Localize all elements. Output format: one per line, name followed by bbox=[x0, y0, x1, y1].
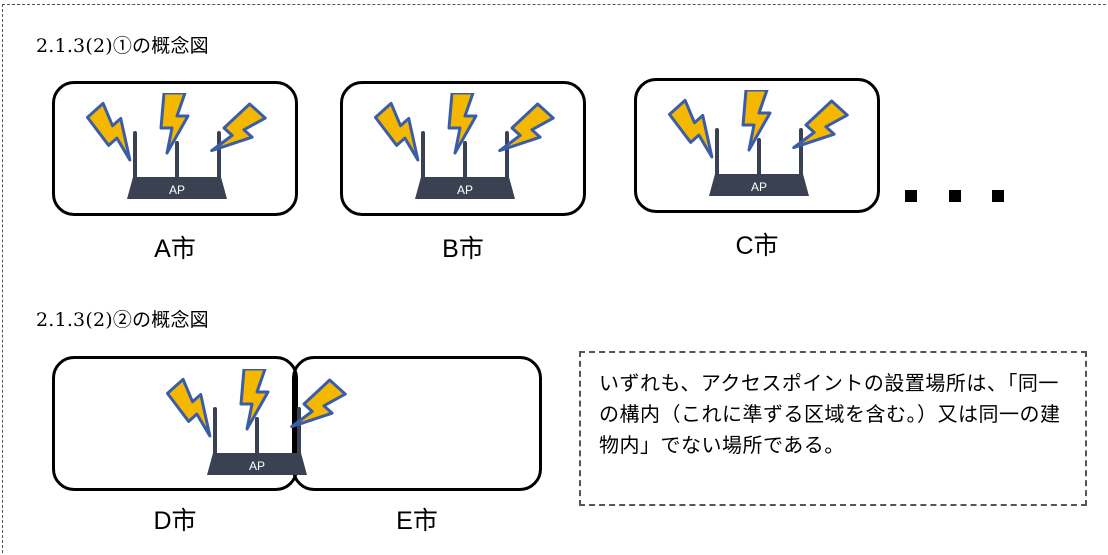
lightning-bolt-icon bbox=[159, 93, 190, 155]
lightning-bolt-icon bbox=[792, 99, 849, 150]
ap-label: AP bbox=[751, 180, 767, 194]
lightning-bolt-icon bbox=[85, 101, 132, 162]
ap-label: AP bbox=[457, 183, 473, 197]
ellipsis-dot bbox=[992, 190, 1004, 202]
access-point-icon-a: AP bbox=[85, 93, 267, 199]
lightning-bolt-icon bbox=[290, 378, 347, 429]
ap-label: AP bbox=[249, 459, 265, 473]
lightning-bolt-icon bbox=[210, 102, 267, 153]
city-label-c: C市 bbox=[735, 232, 779, 260]
city-label-d: D市 bbox=[153, 507, 197, 535]
city-label-a: A市 bbox=[154, 235, 196, 263]
lightning-bolt-icon bbox=[239, 369, 270, 431]
lightning-bolt-icon bbox=[447, 93, 478, 155]
router-body bbox=[127, 177, 227, 199]
access-point-icon-b: AP bbox=[373, 93, 555, 199]
router-body bbox=[207, 453, 307, 475]
note-box: いずれも、アクセスポイントの設置場所は、「同一の構内（これに準ずる区域を含む。）… bbox=[579, 351, 1087, 506]
access-point-icon-d: AP bbox=[165, 369, 347, 475]
lightning-bolt-icon bbox=[741, 90, 772, 152]
router-body bbox=[415, 177, 515, 199]
ellipsis-dot bbox=[949, 190, 961, 202]
outer-dashed-frame bbox=[2, 4, 1106, 553]
router-body bbox=[709, 174, 809, 196]
ellipsis-dot bbox=[905, 190, 917, 202]
lightning-bolt-icon bbox=[373, 101, 420, 162]
ap-label: AP bbox=[169, 183, 185, 197]
city-label-e: E市 bbox=[396, 507, 438, 535]
note-text: いずれも、アクセスポイントの設置場所は、「同一の構内（これに準ずる区域を含む。）… bbox=[599, 371, 1061, 457]
diagram2-heading: 2.1.3(2)②の概念図 bbox=[36, 309, 209, 331]
lightning-bolt-icon bbox=[498, 102, 555, 153]
access-point-icon-c: AP bbox=[667, 90, 849, 196]
lightning-bolt-icon bbox=[165, 377, 212, 438]
lightning-bolt-icon bbox=[667, 98, 714, 159]
diagram1-heading: 2.1.3(2)①の概念図 bbox=[36, 35, 209, 57]
city-label-b: B市 bbox=[442, 235, 484, 263]
